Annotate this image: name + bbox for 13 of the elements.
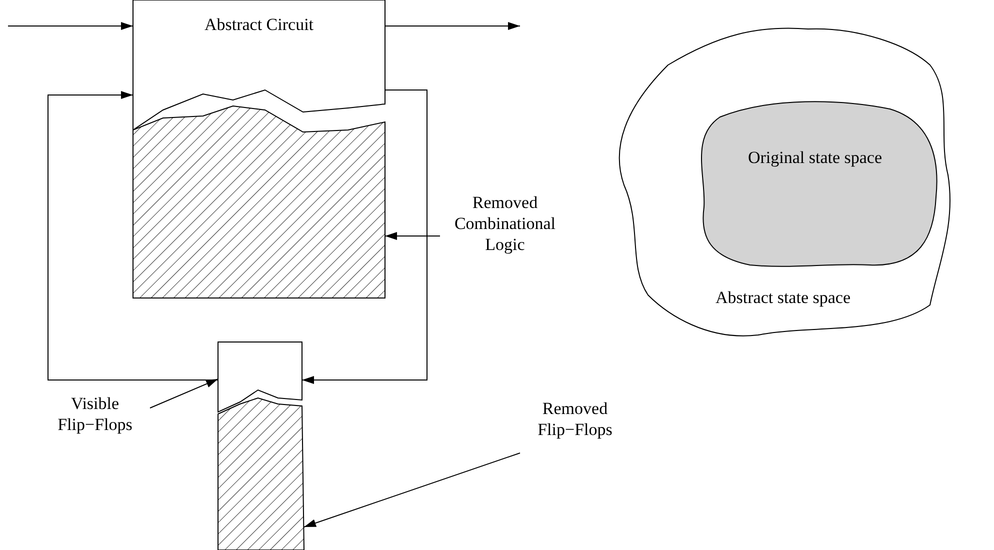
arrow: [384, 232, 440, 240]
arrow: [150, 378, 218, 408]
callout-label: Removed Flip−Flops: [536, 398, 614, 440]
arrow: [304, 452, 520, 528]
arrow: [48, 91, 218, 380]
block-label: Abstract Circuit: [203, 14, 315, 35]
arrow: [302, 90, 428, 384]
callout-label: Visible Flip−Flops: [56, 393, 134, 435]
callout-label: Removed Combinational Logic: [453, 192, 557, 255]
region-label: Original state space: [746, 147, 884, 168]
arrow: [8, 22, 134, 30]
arrow: [384, 22, 520, 30]
region-label: Abstract state space: [714, 287, 852, 308]
